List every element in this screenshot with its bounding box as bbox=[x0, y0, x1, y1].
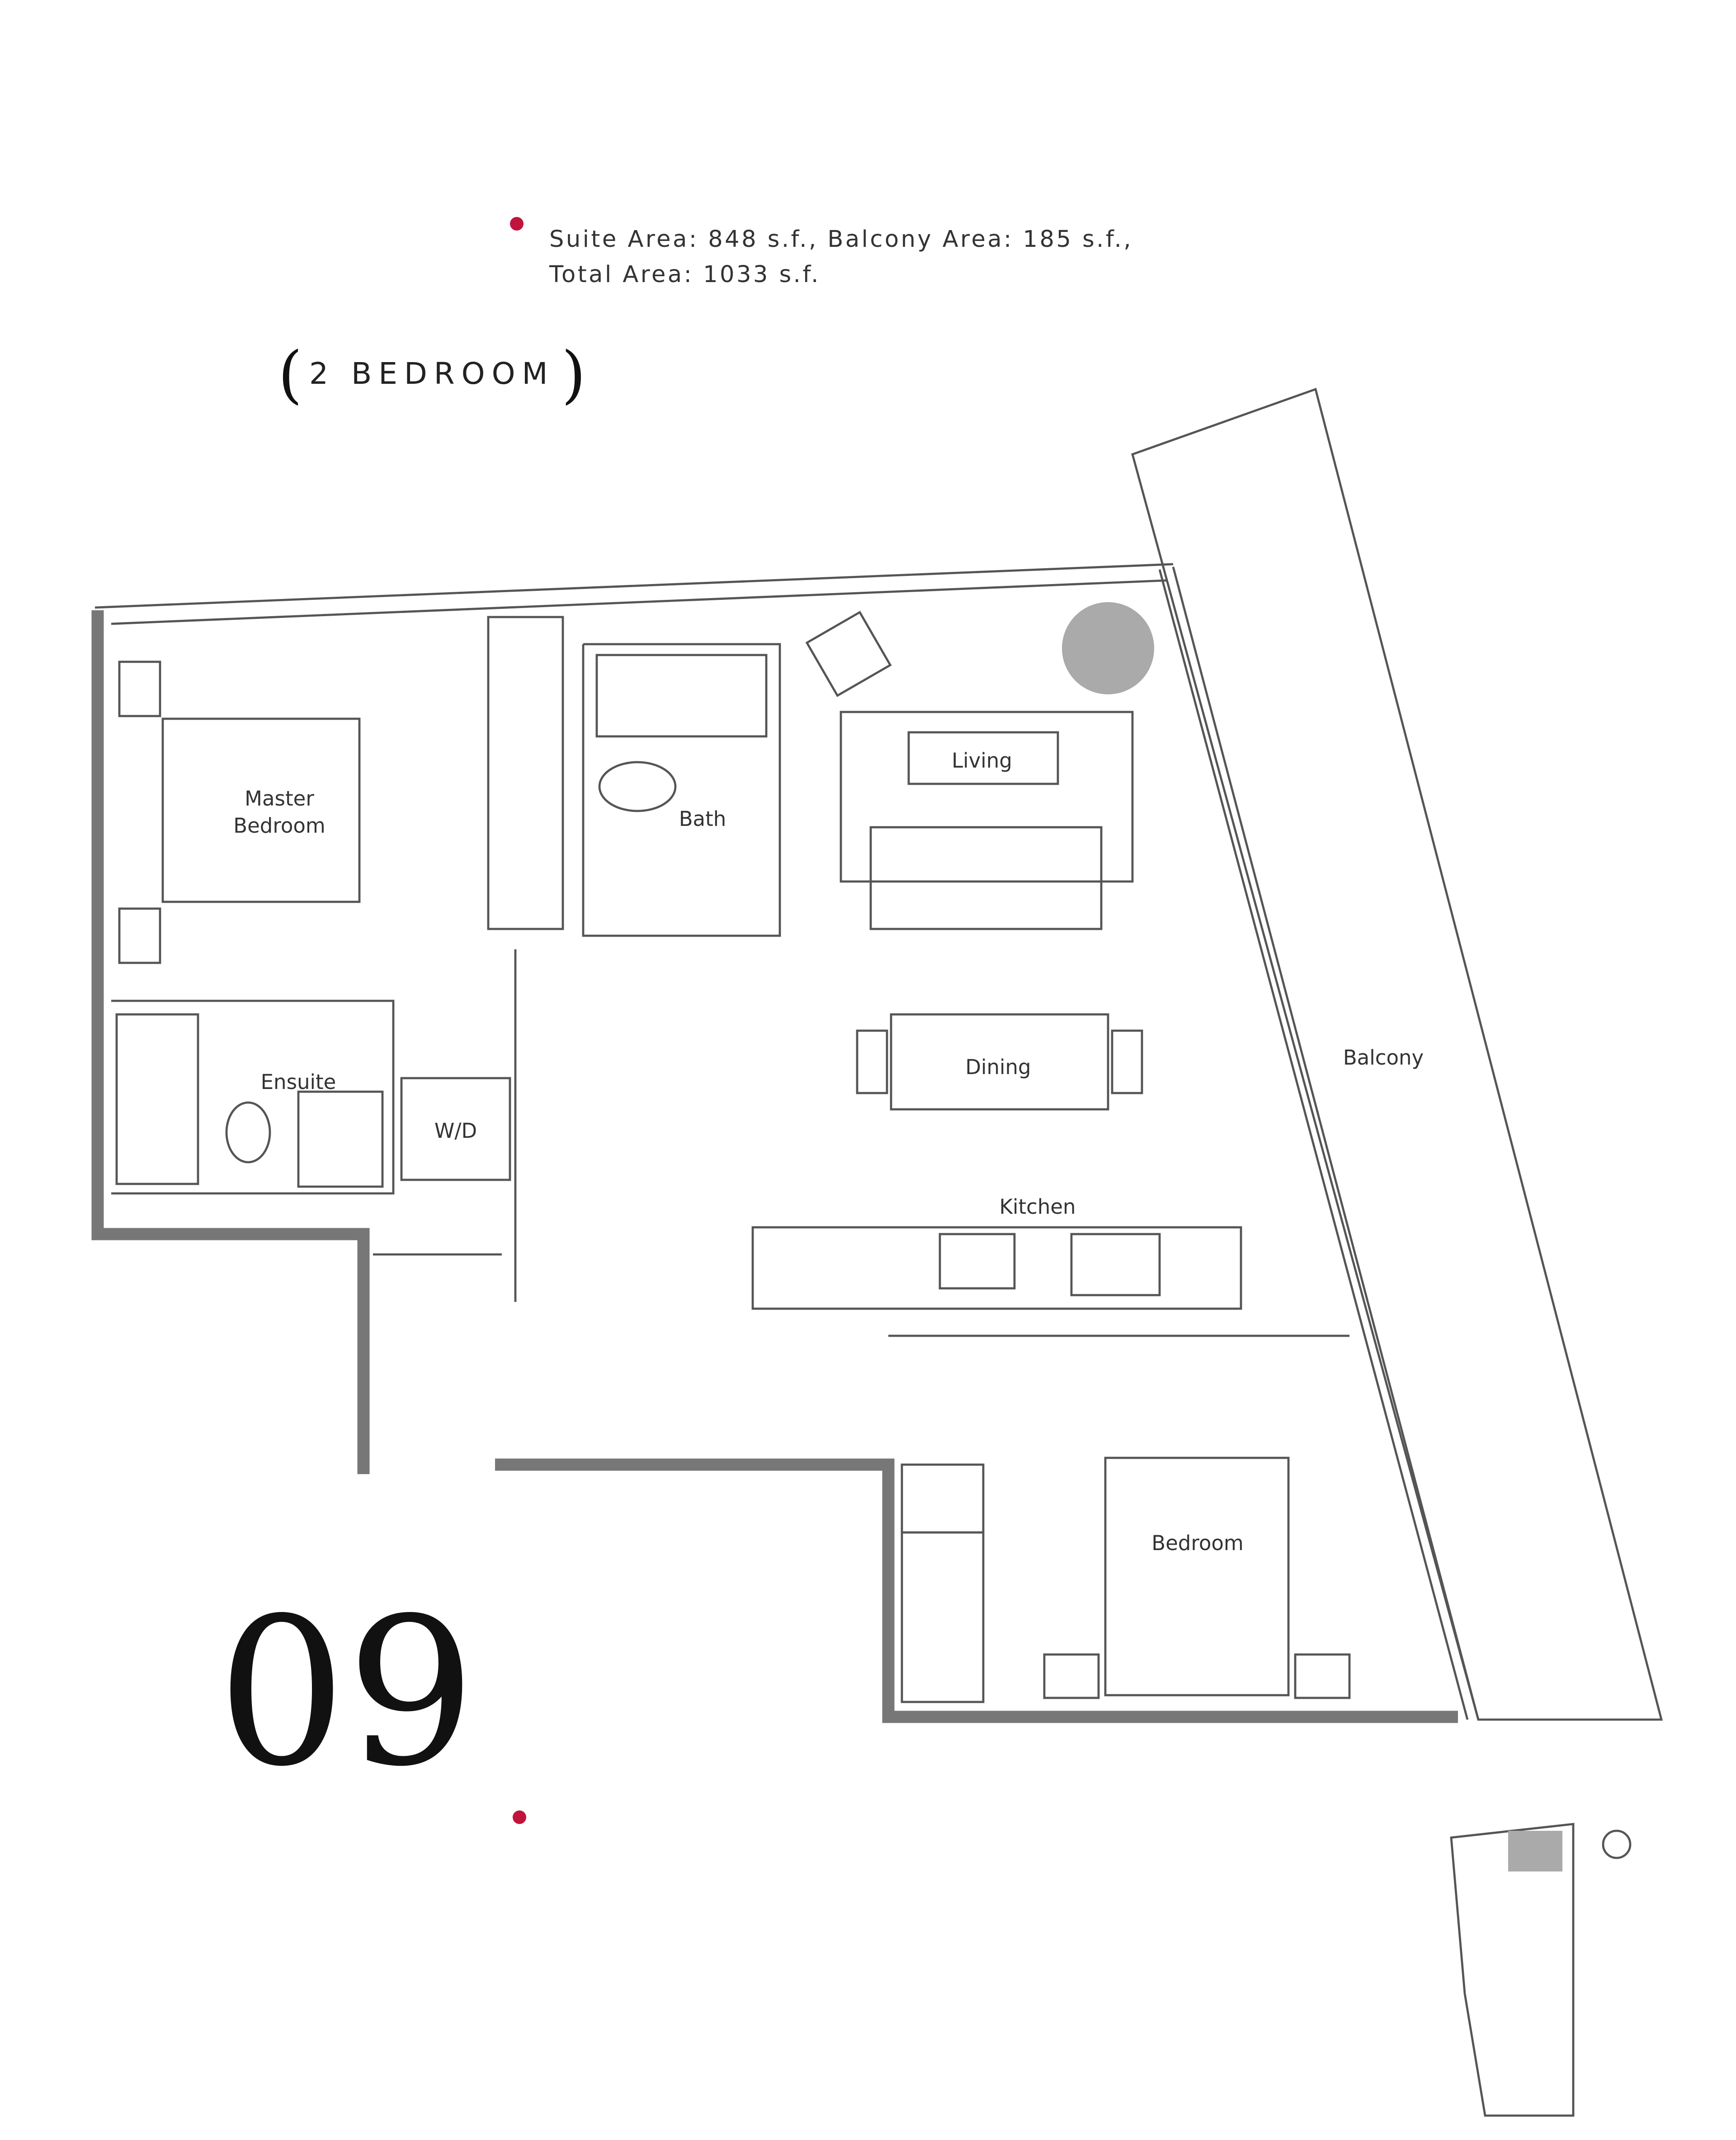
unit-number-logo: 09 bbox=[217, 1574, 526, 1824]
unit-number: 09 bbox=[217, 1574, 476, 1811]
paren-left: ( bbox=[278, 338, 302, 411]
balcony-outline bbox=[1131, 387, 1663, 1721]
balcony-label: Balcony bbox=[1343, 1046, 1424, 1070]
unit-type: 2 BEDROOM bbox=[309, 356, 554, 391]
north-arrow-icon bbox=[1602, 1829, 1632, 1859]
unit-type-heading: ( 2 BEDROOM ) bbox=[278, 338, 586, 411]
key-plan bbox=[1450, 1823, 1632, 2117]
exterior-wall bbox=[91, 610, 370, 1474]
paren-right: ) bbox=[561, 338, 586, 411]
location-marker-icon bbox=[510, 217, 524, 252]
wd-label: W/D bbox=[434, 1119, 477, 1143]
kitchen-label: Kitchen bbox=[999, 1195, 1076, 1219]
bedroom-label: Bedroom bbox=[1151, 1531, 1244, 1555]
master-bedroom-label-2: Bedroom bbox=[233, 814, 326, 838]
room-labels: Master Bedroom Bath Living Ensuite W/D D… bbox=[233, 749, 1424, 1555]
dining-label: Dining bbox=[965, 1055, 1031, 1079]
accent-dot bbox=[513, 1810, 526, 1824]
master-bedroom-label-1: Master bbox=[245, 787, 314, 811]
ensuite-label: Ensuite bbox=[261, 1070, 336, 1094]
plant bbox=[1062, 602, 1154, 694]
master-bed bbox=[161, 717, 361, 903]
suite-area-text: Suite Area: 848 s.f., Balcony Area: 185 … bbox=[549, 226, 1133, 253]
living-label: Living bbox=[952, 749, 1012, 773]
area-info: Suite Area: 848 s.f., Balcony Area: 185 … bbox=[510, 217, 1133, 288]
bath-label: Bath bbox=[679, 807, 726, 831]
total-area-text: Total Area: 1033 s.f. bbox=[549, 261, 821, 288]
